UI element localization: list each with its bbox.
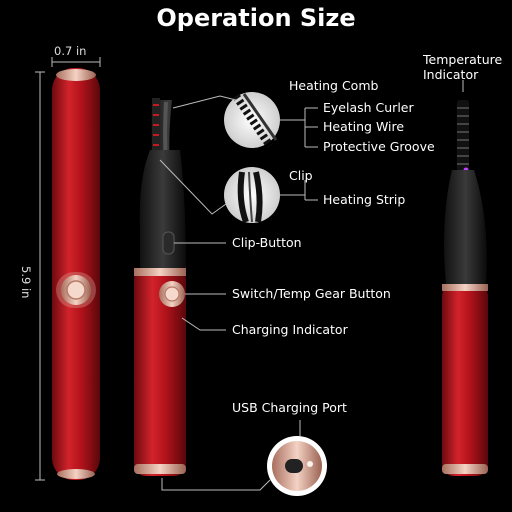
- label-indicator: Indicator: [423, 67, 479, 82]
- clip-zoom: [224, 167, 280, 224]
- width-dimension: [51, 57, 101, 67]
- usb-port-zoom: [267, 436, 327, 496]
- width-dimension-label: 0.7 in: [54, 44, 87, 58]
- label-heating-wire: Heating Wire: [323, 119, 405, 134]
- label-temperature: Temperature: [423, 52, 503, 67]
- closed-pen: [52, 68, 100, 480]
- label-switch-temp: Switch/Temp Gear Button: [232, 286, 391, 301]
- label-heating-strip: Heating Strip: [323, 192, 406, 207]
- label-charging-indicator: Charging Indicator: [232, 322, 348, 337]
- length-dimension-label: 5.9 in: [19, 266, 33, 299]
- callout-lines: [159, 80, 464, 491]
- label-protective-groove: Protective Groove: [323, 139, 435, 154]
- heating-comb-zoom: [224, 92, 280, 149]
- right-curler: [442, 100, 488, 476]
- label-usb-port: USB Charging Port: [232, 400, 347, 415]
- label-clip-button: Clip-Button: [232, 235, 302, 250]
- open-curler: [134, 98, 186, 476]
- length-dimension: [35, 71, 45, 481]
- label-clip: Clip: [289, 168, 313, 183]
- label-eyelash-curler: Eyelash Curler: [323, 100, 414, 115]
- page-title: Operation Size: [156, 4, 356, 32]
- label-heating-comb: Heating Comb: [289, 78, 379, 93]
